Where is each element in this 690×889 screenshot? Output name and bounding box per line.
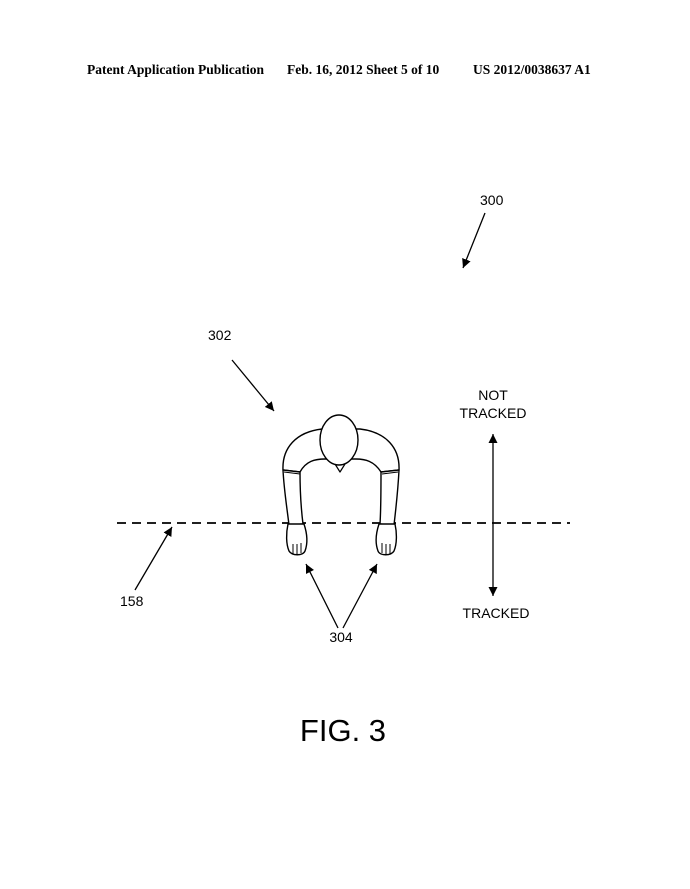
- arrow-304-right: [343, 564, 377, 628]
- head: [320, 415, 358, 465]
- reference-304: 304: [329, 629, 353, 645]
- figure-caption: FIG. 3: [300, 713, 386, 748]
- not-label: NOT: [478, 387, 508, 403]
- left-arm: [283, 470, 303, 525]
- reference-158: 158: [120, 593, 144, 609]
- user-figure: [283, 415, 399, 555]
- tracked-label: TRACKED: [463, 605, 530, 621]
- reference-302: 302: [208, 327, 232, 343]
- arrow-158: [135, 527, 172, 590]
- reference-300: 300: [480, 192, 504, 208]
- arrow-300: [463, 213, 485, 268]
- not-tracked-label: TRACKED: [460, 405, 527, 421]
- arrow-304-left: [306, 564, 338, 628]
- right-arm: [380, 470, 399, 525]
- arrow-302: [232, 360, 274, 411]
